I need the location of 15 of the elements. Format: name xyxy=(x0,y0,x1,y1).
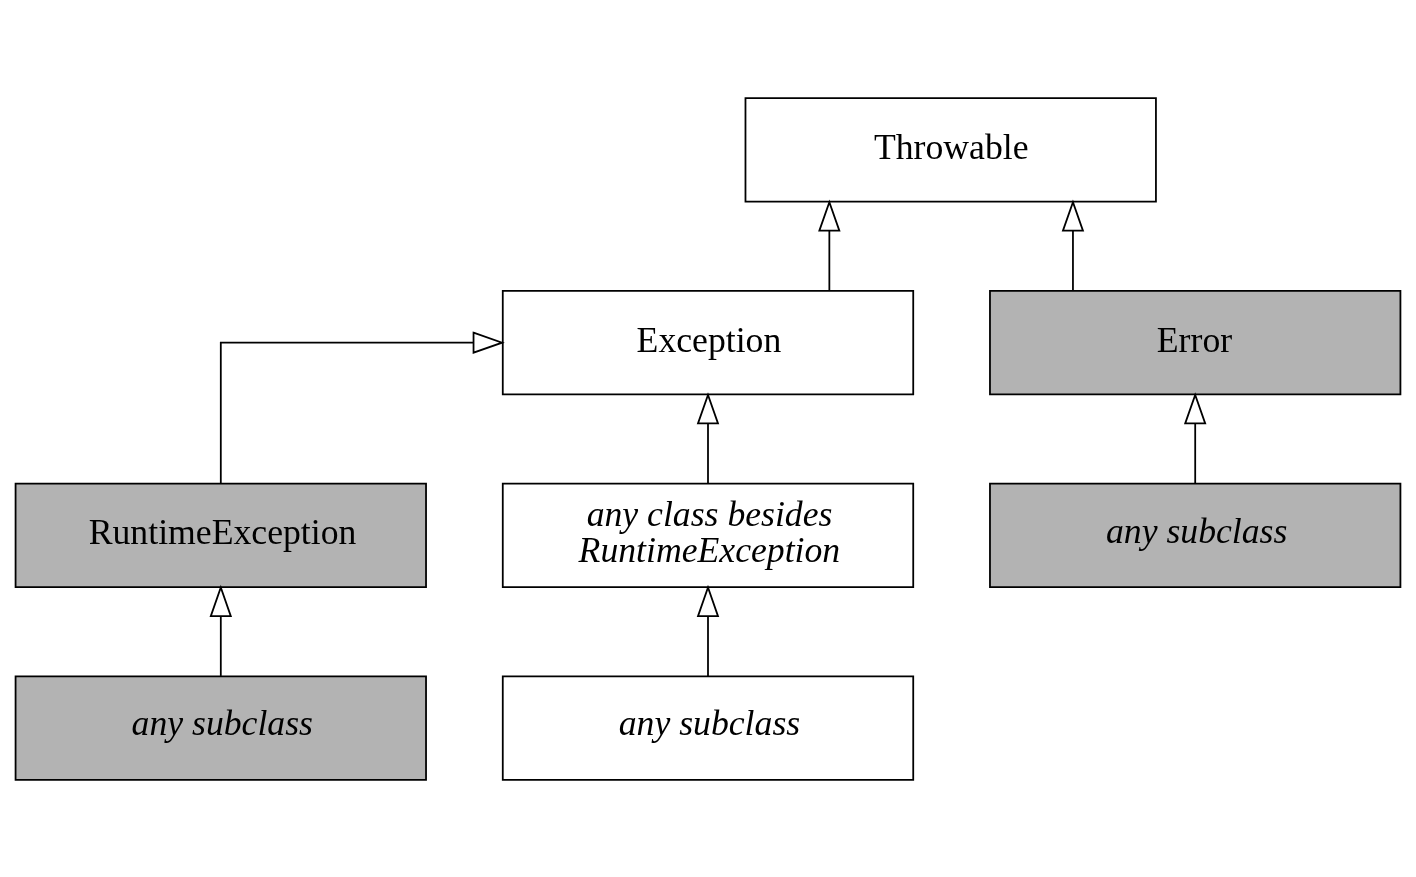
arrow xyxy=(696,584,720,677)
node-box: Throwable xyxy=(744,96,1157,203)
node-box: any subclass xyxy=(989,482,1402,588)
arrow xyxy=(1183,391,1207,484)
node-box: Error xyxy=(989,289,1402,395)
arrow xyxy=(209,584,233,677)
arrow xyxy=(219,330,505,484)
arrow xyxy=(696,391,720,484)
node-box: any subclass xyxy=(14,674,427,781)
arrow xyxy=(1061,198,1085,291)
node-box: any subclass xyxy=(501,674,915,781)
node-box: Exception xyxy=(501,289,915,395)
node-box: RuntimeException xyxy=(14,482,427,588)
arrow xyxy=(818,198,841,291)
node-box: any class besides RuntimeException xyxy=(501,482,915,588)
